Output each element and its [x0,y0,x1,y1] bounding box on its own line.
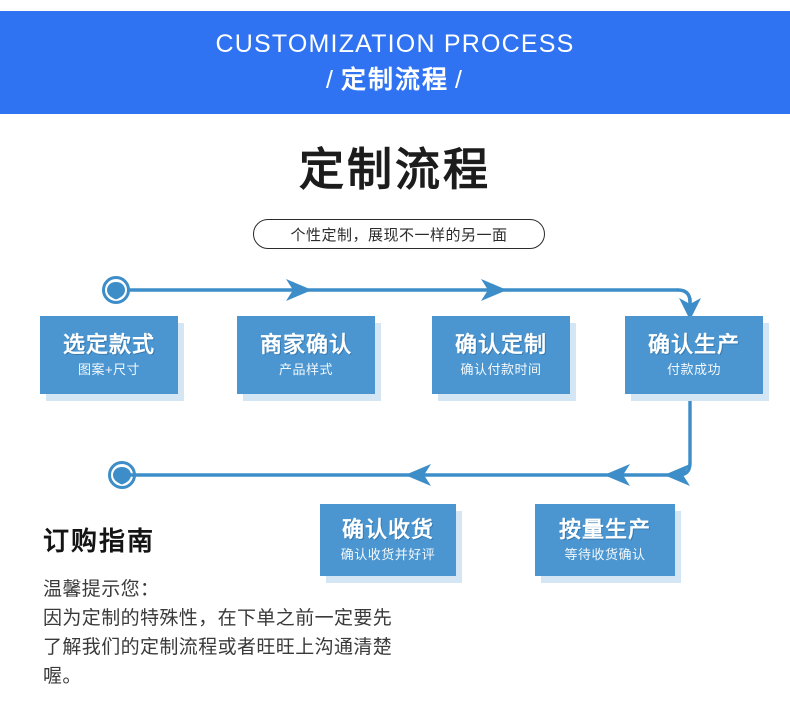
corner-bottom-right [670,461,692,477]
subtitle-pill-text: 个性定制，展现不一样的另一面 [290,226,508,244]
arrow-node6-to-node5 [405,464,431,486]
flow-node-title: 选定款式 [62,332,155,357]
arrow-node2-to-node3 [481,279,507,301]
flow-node-confirm-receipt[interactable]: 确认收货 确认收货并好评 [320,504,456,576]
order-guide-line-3: 了解我们的定制流程或者旺旺上沟通清楚 [43,636,393,658]
flow-node-batch-production[interactable]: 按量生产 等待收货确认 [535,504,675,576]
flow-node-merchant-confirm[interactable]: 商家确认 产品样式 [237,316,375,394]
banner-slash-left: / [326,66,335,94]
corner-top-right [676,288,692,304]
flow-node-title: 确认定制 [454,332,547,357]
banner-chinese-title: /定制流程/ [320,68,470,93]
arrow-node1-to-node2 [286,279,312,301]
start-circle-marker [102,276,130,304]
return-circle-marker [108,461,136,489]
page-title: 定制流程 [298,144,491,195]
arrow-bottom-turn [664,464,690,486]
arrow-node4-to-node6 [604,464,630,486]
flow-node-title: 确认生产 [647,332,740,357]
banner-english-title: CUSTOMIZATION PROCESS [215,30,575,58]
flow-node-subtitle: 确认收货并好评 [340,547,436,562]
flow-node-subtitle: 产品样式 [278,362,333,377]
order-guide-heading: 订购指南 [43,526,156,556]
flow-node-subtitle: 确认付款时间 [460,362,542,377]
order-guide-line-2: 因为定制的特殊性，在下单之前一定要先 [43,607,393,629]
flow-node-confirm-custom[interactable]: 确认定制 确认付款时间 [432,316,570,394]
banner-chinese-text: 定制流程 [340,66,449,94]
flow-node-subtitle: 等待收货确认 [564,547,646,562]
flow-node-subtitle: 图案+尺寸 [77,362,141,377]
order-guide-line-4: 喔。 [43,665,82,687]
flow-node-title: 按量生产 [558,517,651,542]
order-guide-body: 温馨提示您： 因为定制的特殊性，在下单之前一定要先 了解我们的定制流程或者旺旺上… [43,576,473,692]
flow-node-subtitle: 付款成功 [666,362,721,377]
order-guide-line-1: 温馨提示您： [43,579,160,600]
banner-slash-right: / [455,66,464,94]
flow-node-select-style[interactable]: 选定款式 图案+尺寸 [40,316,178,394]
flow-node-title: 商家确认 [259,332,352,357]
subtitle-pill: 个性定制，展现不一样的另一面 [253,219,545,249]
flow-node-title: 确认收货 [341,517,434,542]
header-banner: CUSTOMIZATION PROCESS /定制流程/ [0,11,790,114]
flow-node-confirm-production[interactable]: 确认生产 付款成功 [625,316,763,394]
